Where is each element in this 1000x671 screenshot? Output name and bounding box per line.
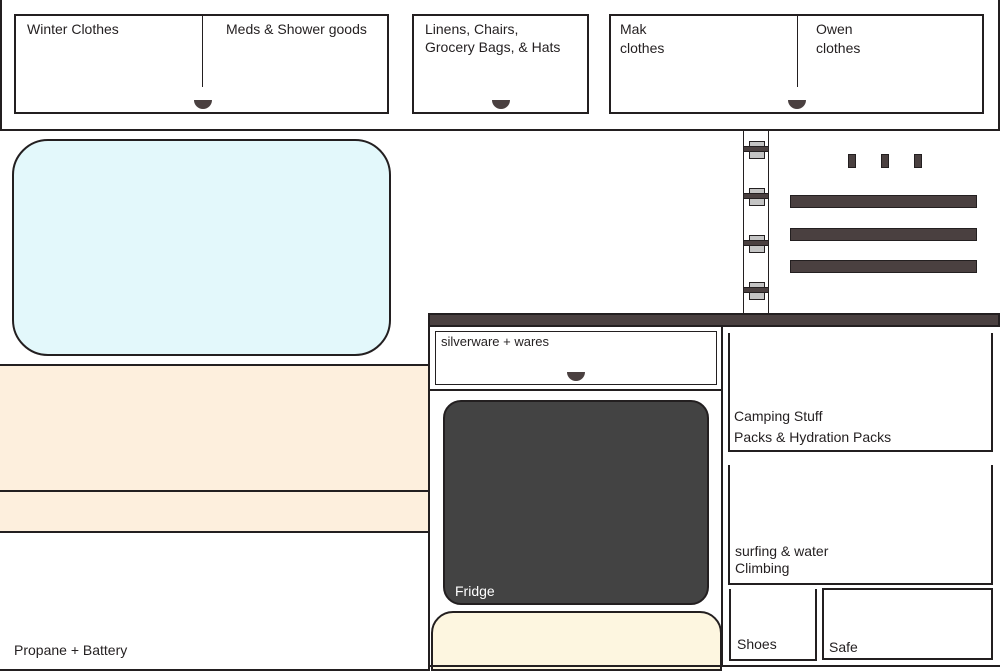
hook-icon bbox=[914, 154, 922, 168]
label-surfing: surfing & water bbox=[735, 543, 829, 559]
label-propane-battery: Propane + Battery bbox=[14, 642, 128, 658]
cabinet-handle-icon[interactable] bbox=[194, 100, 212, 109]
clip-bar bbox=[743, 287, 769, 293]
label-camping-line1: Camping Stuff bbox=[734, 408, 823, 424]
compartment-surfing-climbing[interactable]: surfing & water Climbing bbox=[728, 465, 993, 585]
label-mak-line1: Mak bbox=[620, 21, 647, 37]
label-linens-line1: Linens, Chairs, bbox=[425, 21, 519, 37]
bed-panel-upper bbox=[0, 364, 430, 492]
label-safe: Safe bbox=[829, 639, 858, 655]
cabinet-divider bbox=[202, 16, 203, 87]
label-climbing: Climbing bbox=[735, 560, 790, 576]
cabinet-winter-meds[interactable]: Winter Clothes Meds & Shower goods bbox=[14, 14, 389, 114]
lower-bin[interactable] bbox=[431, 611, 722, 671]
label-silverware: silverware + wares bbox=[441, 334, 550, 349]
cabinet-handle-icon[interactable] bbox=[788, 100, 806, 109]
label-fridge: Fridge bbox=[455, 583, 495, 599]
hook-icon bbox=[881, 154, 889, 168]
clip-bar bbox=[743, 146, 769, 152]
bed-panel-lower bbox=[0, 490, 430, 533]
hook-icon bbox=[848, 154, 856, 168]
compartment-camping[interactable]: Camping Stuff Packs & Hydration Packs bbox=[728, 333, 993, 452]
right-column-border bbox=[721, 327, 723, 667]
label-winter-clothes: Winter Clothes bbox=[27, 21, 119, 37]
compartment-shoes[interactable]: Shoes bbox=[729, 589, 817, 661]
safe[interactable]: Safe bbox=[822, 588, 993, 660]
countertop bbox=[428, 313, 1000, 327]
label-linens-line2: Grocery Bags, & Hats bbox=[425, 39, 561, 55]
label-owen-line2: clothes bbox=[816, 40, 861, 56]
wall-rail bbox=[790, 260, 977, 273]
base-divider bbox=[430, 389, 721, 391]
label-owen-line1: Owen bbox=[816, 21, 853, 37]
drawer-silverware[interactable]: silverware + wares bbox=[435, 331, 717, 385]
drawer-handle-icon[interactable] bbox=[567, 372, 585, 381]
label-shoes: Shoes bbox=[737, 636, 777, 652]
label-mak-line2: clothes bbox=[620, 40, 665, 56]
label-meds-shower: Meds & Shower goods bbox=[226, 21, 367, 37]
window bbox=[12, 139, 391, 356]
propane-battery-compartment[interactable]: Propane + Battery bbox=[0, 531, 430, 671]
cabinet-divider bbox=[797, 16, 798, 87]
cabinet-mak-owen[interactable]: Mak clothes Owen clothes bbox=[609, 14, 984, 114]
gear-post bbox=[743, 131, 769, 315]
wall-rail bbox=[790, 195, 977, 208]
cabinet-linens[interactable]: Linens, Chairs, Grocery Bags, & Hats bbox=[412, 14, 589, 114]
floor-line bbox=[428, 665, 1000, 667]
clip-bar bbox=[743, 240, 769, 246]
label-camping-line2: Packs & Hydration Packs bbox=[734, 429, 892, 445]
wall-rail bbox=[790, 228, 977, 241]
cabinet-handle-icon[interactable] bbox=[492, 100, 510, 109]
clip-bar bbox=[743, 193, 769, 199]
fridge[interactable]: Fridge bbox=[443, 400, 709, 605]
